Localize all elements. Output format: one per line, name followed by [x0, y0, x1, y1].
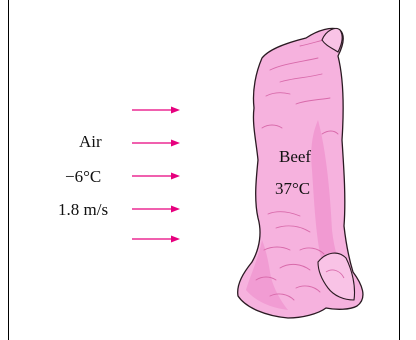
air-label: Air: [79, 133, 102, 150]
air-temperature: −6°C: [65, 168, 101, 185]
airflow-arrow: [132, 173, 180, 180]
beef-carcass: [238, 28, 363, 318]
beef-label: Beef: [279, 148, 311, 165]
airflow-arrow: [132, 236, 180, 243]
air-velocity: 1.8 m/s: [58, 201, 108, 218]
beef-temperature: 37°C: [275, 180, 310, 197]
airflow-arrow: [132, 140, 180, 147]
airflow-arrows: [132, 107, 180, 243]
airflow-arrow: [132, 107, 180, 114]
airflow-arrow: [132, 206, 180, 213]
